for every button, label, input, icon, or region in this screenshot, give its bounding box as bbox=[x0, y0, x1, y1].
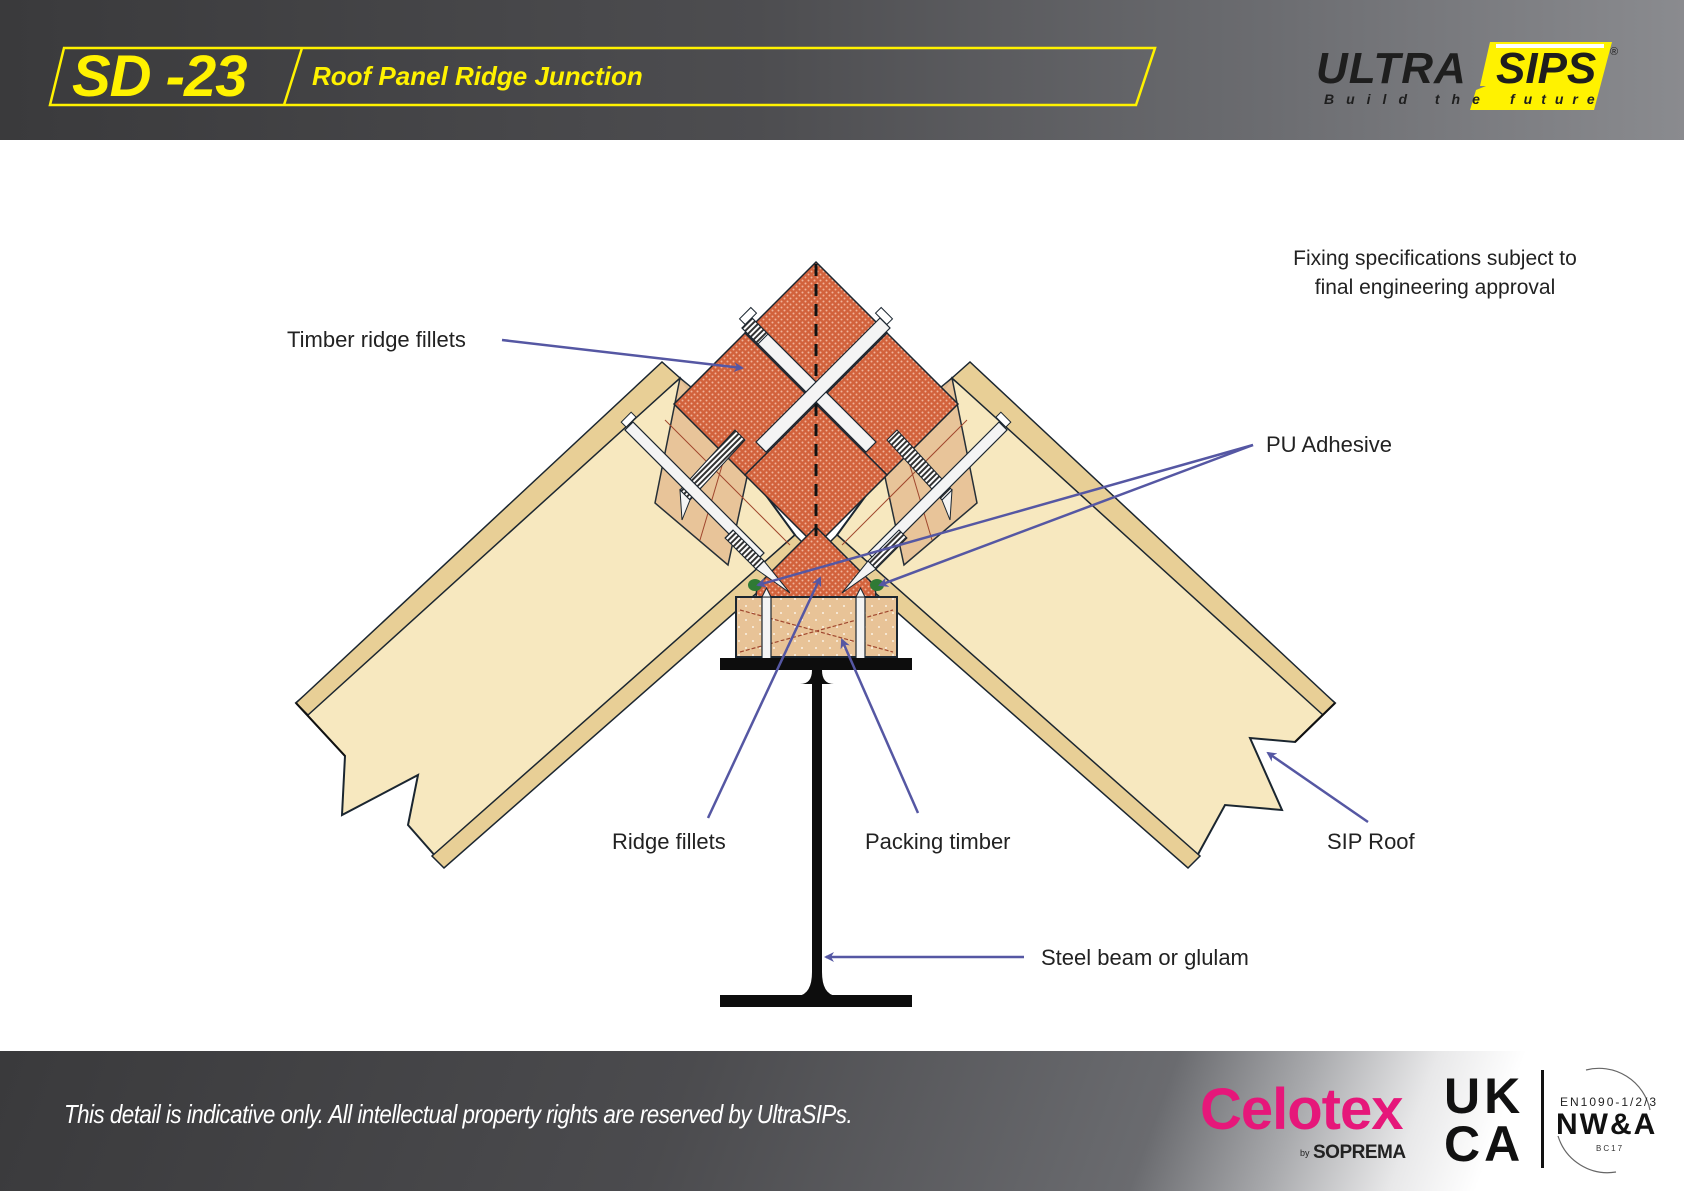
label-sip-roof: SIP Roof bbox=[1327, 829, 1415, 854]
logo-registered-mark: ® bbox=[1610, 46, 1619, 58]
page-title: Roof Panel Ridge Junction bbox=[312, 61, 643, 91]
fixing-note: Fixing specifications subject to final e… bbox=[1270, 244, 1600, 302]
logo-text-ultra: ULTRA bbox=[1316, 44, 1467, 93]
certification-seal-ring bbox=[1557, 1067, 1651, 1174]
arrow-timber-ridge-fillets bbox=[501, 338, 744, 373]
disclaimer-text: This detail is indicative only. All inte… bbox=[64, 1099, 853, 1129]
cert-standard: EN1090-1/2/3 bbox=[1560, 1095, 1659, 1109]
ridge-screws bbox=[679, 306, 953, 521]
label-timber-ridge-fillets: Timber ridge fillets bbox=[287, 327, 466, 352]
arrow-ridge-fillets bbox=[706, 576, 822, 819]
detail-code: SD -23 bbox=[72, 44, 248, 109]
footer-bar bbox=[0, 1051, 1684, 1191]
callout-arrows bbox=[501, 338, 1369, 962]
ukca-mark: UK CA bbox=[1444, 1068, 1525, 1172]
ultrasips-logo: ULTRA SIPS ® Build the future bbox=[1310, 40, 1640, 115]
cert-body: NW&A bbox=[1556, 1108, 1658, 1141]
logo-tagline-2: future bbox=[1510, 91, 1604, 107]
steel-beam bbox=[720, 658, 912, 1007]
ukca-mark-line-2: CA bbox=[1444, 1116, 1525, 1172]
celotex-logo-by: by bbox=[1300, 1148, 1310, 1158]
ukca-divider bbox=[1541, 1070, 1544, 1168]
cert-code: BC17 bbox=[1596, 1144, 1625, 1153]
arrow-packing-timber bbox=[840, 638, 920, 814]
title-frame bbox=[48, 46, 1157, 107]
header-bar bbox=[0, 0, 1684, 140]
ukca-mark-line-1: UK bbox=[1444, 1068, 1525, 1124]
fixing-note-line-1: Fixing specifications subject to bbox=[1293, 247, 1577, 270]
arrow-pu-adhesive-left bbox=[756, 443, 1254, 588]
packing-timber bbox=[735, 596, 898, 658]
logo-text-sips: SIPS bbox=[1496, 44, 1597, 93]
logo-tagline-1: Build the bbox=[1324, 91, 1492, 107]
label-ridge-fillets: Ridge fillets bbox=[612, 829, 726, 854]
soprema-text: SOPREMA bbox=[1313, 1142, 1406, 1163]
panel-screws bbox=[620, 411, 1012, 594]
label-packing-timber: Packing timber bbox=[865, 829, 1011, 854]
fixing-note-line-2: final engineering approval bbox=[1314, 276, 1556, 299]
arrow-pu-adhesive-right bbox=[878, 443, 1254, 587]
celotex-logo: Celotex bbox=[1200, 1077, 1404, 1142]
label-steel-beam: Steel beam or glulam bbox=[1041, 945, 1249, 970]
label-pu-adhesive: PU Adhesive bbox=[1266, 432, 1392, 457]
arrow-sip-roof bbox=[1266, 751, 1369, 824]
